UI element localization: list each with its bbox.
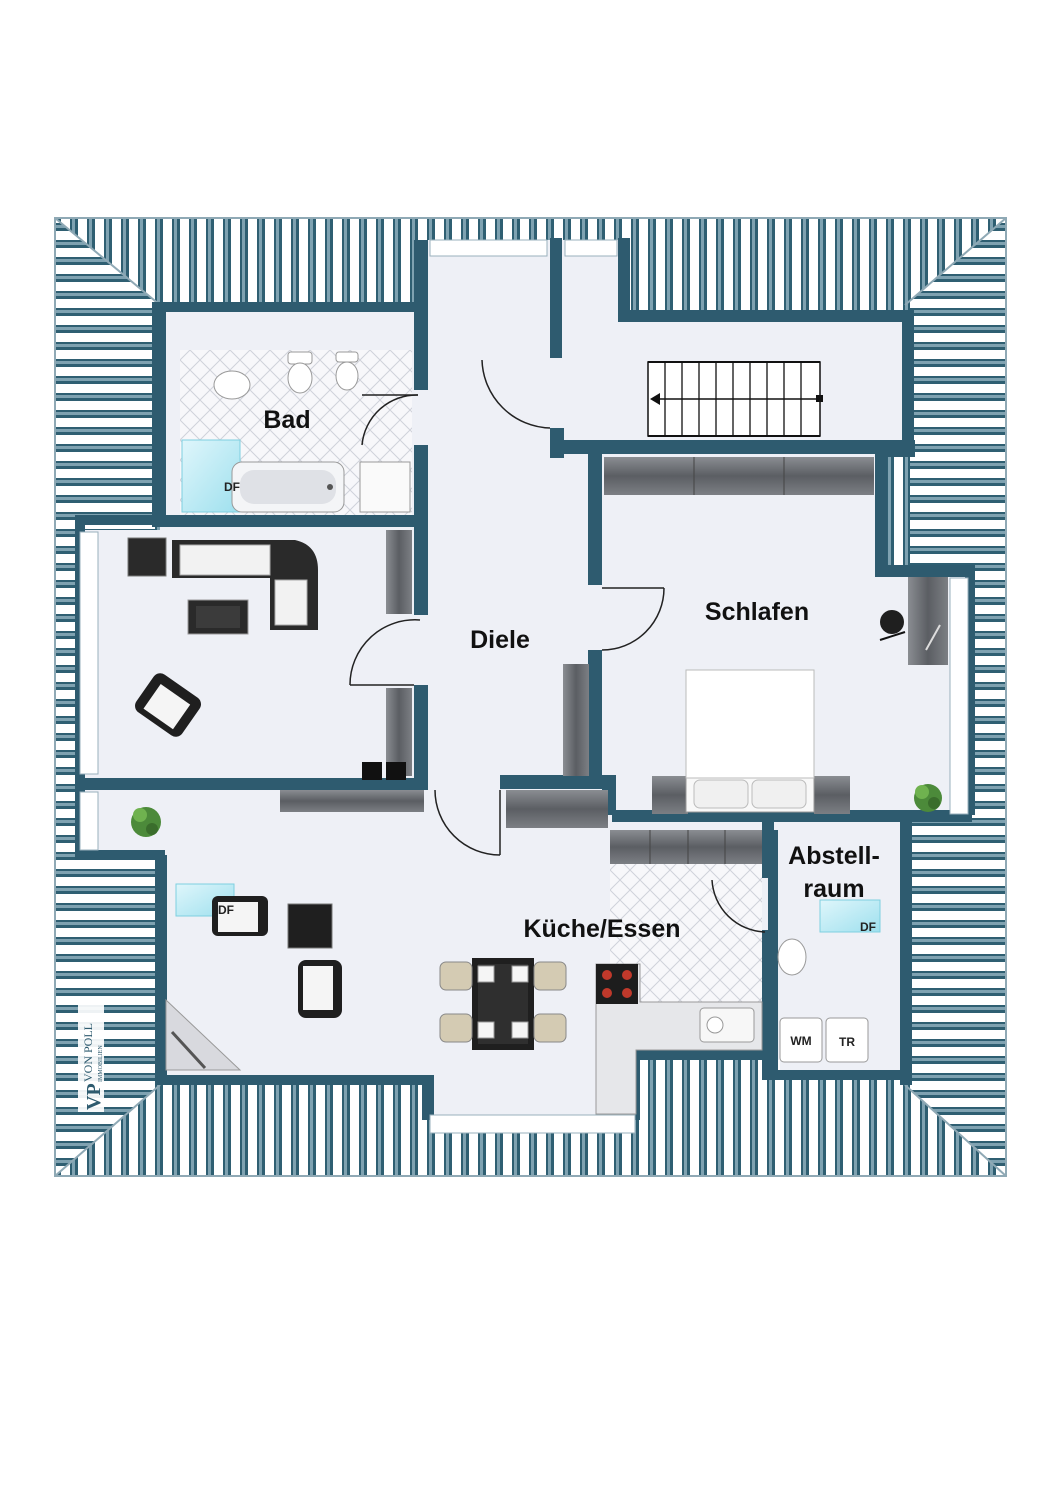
armchair-icon bbox=[135, 673, 201, 737]
room-label-bad: Bad bbox=[263, 406, 310, 434]
side-table-icon bbox=[287, 903, 333, 949]
df-label-abstell: DF bbox=[860, 920, 876, 934]
room-label-abstell-2: raum bbox=[803, 875, 864, 903]
door-kitchen bbox=[434, 789, 501, 856]
door-bedroom bbox=[601, 587, 665, 651]
dryer-icon bbox=[825, 1017, 869, 1063]
room-label-schlafen: Schlafen bbox=[705, 598, 809, 626]
door-stair bbox=[481, 359, 551, 429]
df-label-bad: DF bbox=[224, 480, 240, 494]
doors bbox=[349, 359, 766, 933]
df-label-kueche: DF bbox=[218, 903, 234, 917]
washing-machine-icon bbox=[779, 1017, 823, 1063]
room-label-kueche: Küche/Essen bbox=[523, 915, 680, 943]
bathroom-fixtures bbox=[181, 351, 411, 513]
room-label-diele: Diele bbox=[470, 626, 530, 654]
plant-icon bbox=[914, 784, 942, 812]
shower-icon bbox=[359, 461, 411, 513]
stove-icon bbox=[596, 964, 638, 1004]
living-furniture bbox=[127, 530, 412, 780]
desk-chair-icon bbox=[879, 610, 906, 641]
logo-name: VON POLL bbox=[81, 1023, 95, 1082]
kitchen-furniture bbox=[131, 807, 763, 1115]
stair-icon bbox=[647, 361, 823, 437]
door-living bbox=[349, 619, 421, 686]
vonpoll-logo: VP VON POLL IMMOBILIEN bbox=[78, 1000, 105, 1112]
sink-icon bbox=[699, 1007, 755, 1043]
desk-icon bbox=[908, 577, 948, 665]
skylight-icon bbox=[819, 899, 881, 933]
side-table-icon bbox=[127, 537, 167, 577]
wm-label: WM bbox=[790, 1034, 811, 1048]
wardrobe-icon bbox=[604, 457, 874, 495]
abstell-furniture bbox=[777, 899, 881, 1063]
plant-icon bbox=[131, 807, 161, 837]
skylight-icon bbox=[181, 439, 241, 513]
toilet-icon bbox=[287, 362, 313, 394]
washbasin-icon bbox=[777, 938, 807, 976]
tr-label: TR bbox=[839, 1035, 855, 1049]
logo-initials: VP bbox=[83, 1083, 105, 1110]
cabinet-icon bbox=[386, 530, 412, 614]
room-label-abstell-1: Abstell- bbox=[788, 842, 880, 870]
windows bbox=[79, 239, 969, 1134]
logo-sub: IMMOBILIEN bbox=[98, 1045, 104, 1082]
walls bbox=[75, 238, 975, 1120]
bedroom-furniture bbox=[604, 457, 948, 814]
bidet-icon bbox=[335, 361, 359, 391]
hall-cabinets bbox=[280, 664, 608, 828]
washbasin-icon bbox=[213, 370, 251, 400]
door-abstell bbox=[711, 879, 766, 933]
